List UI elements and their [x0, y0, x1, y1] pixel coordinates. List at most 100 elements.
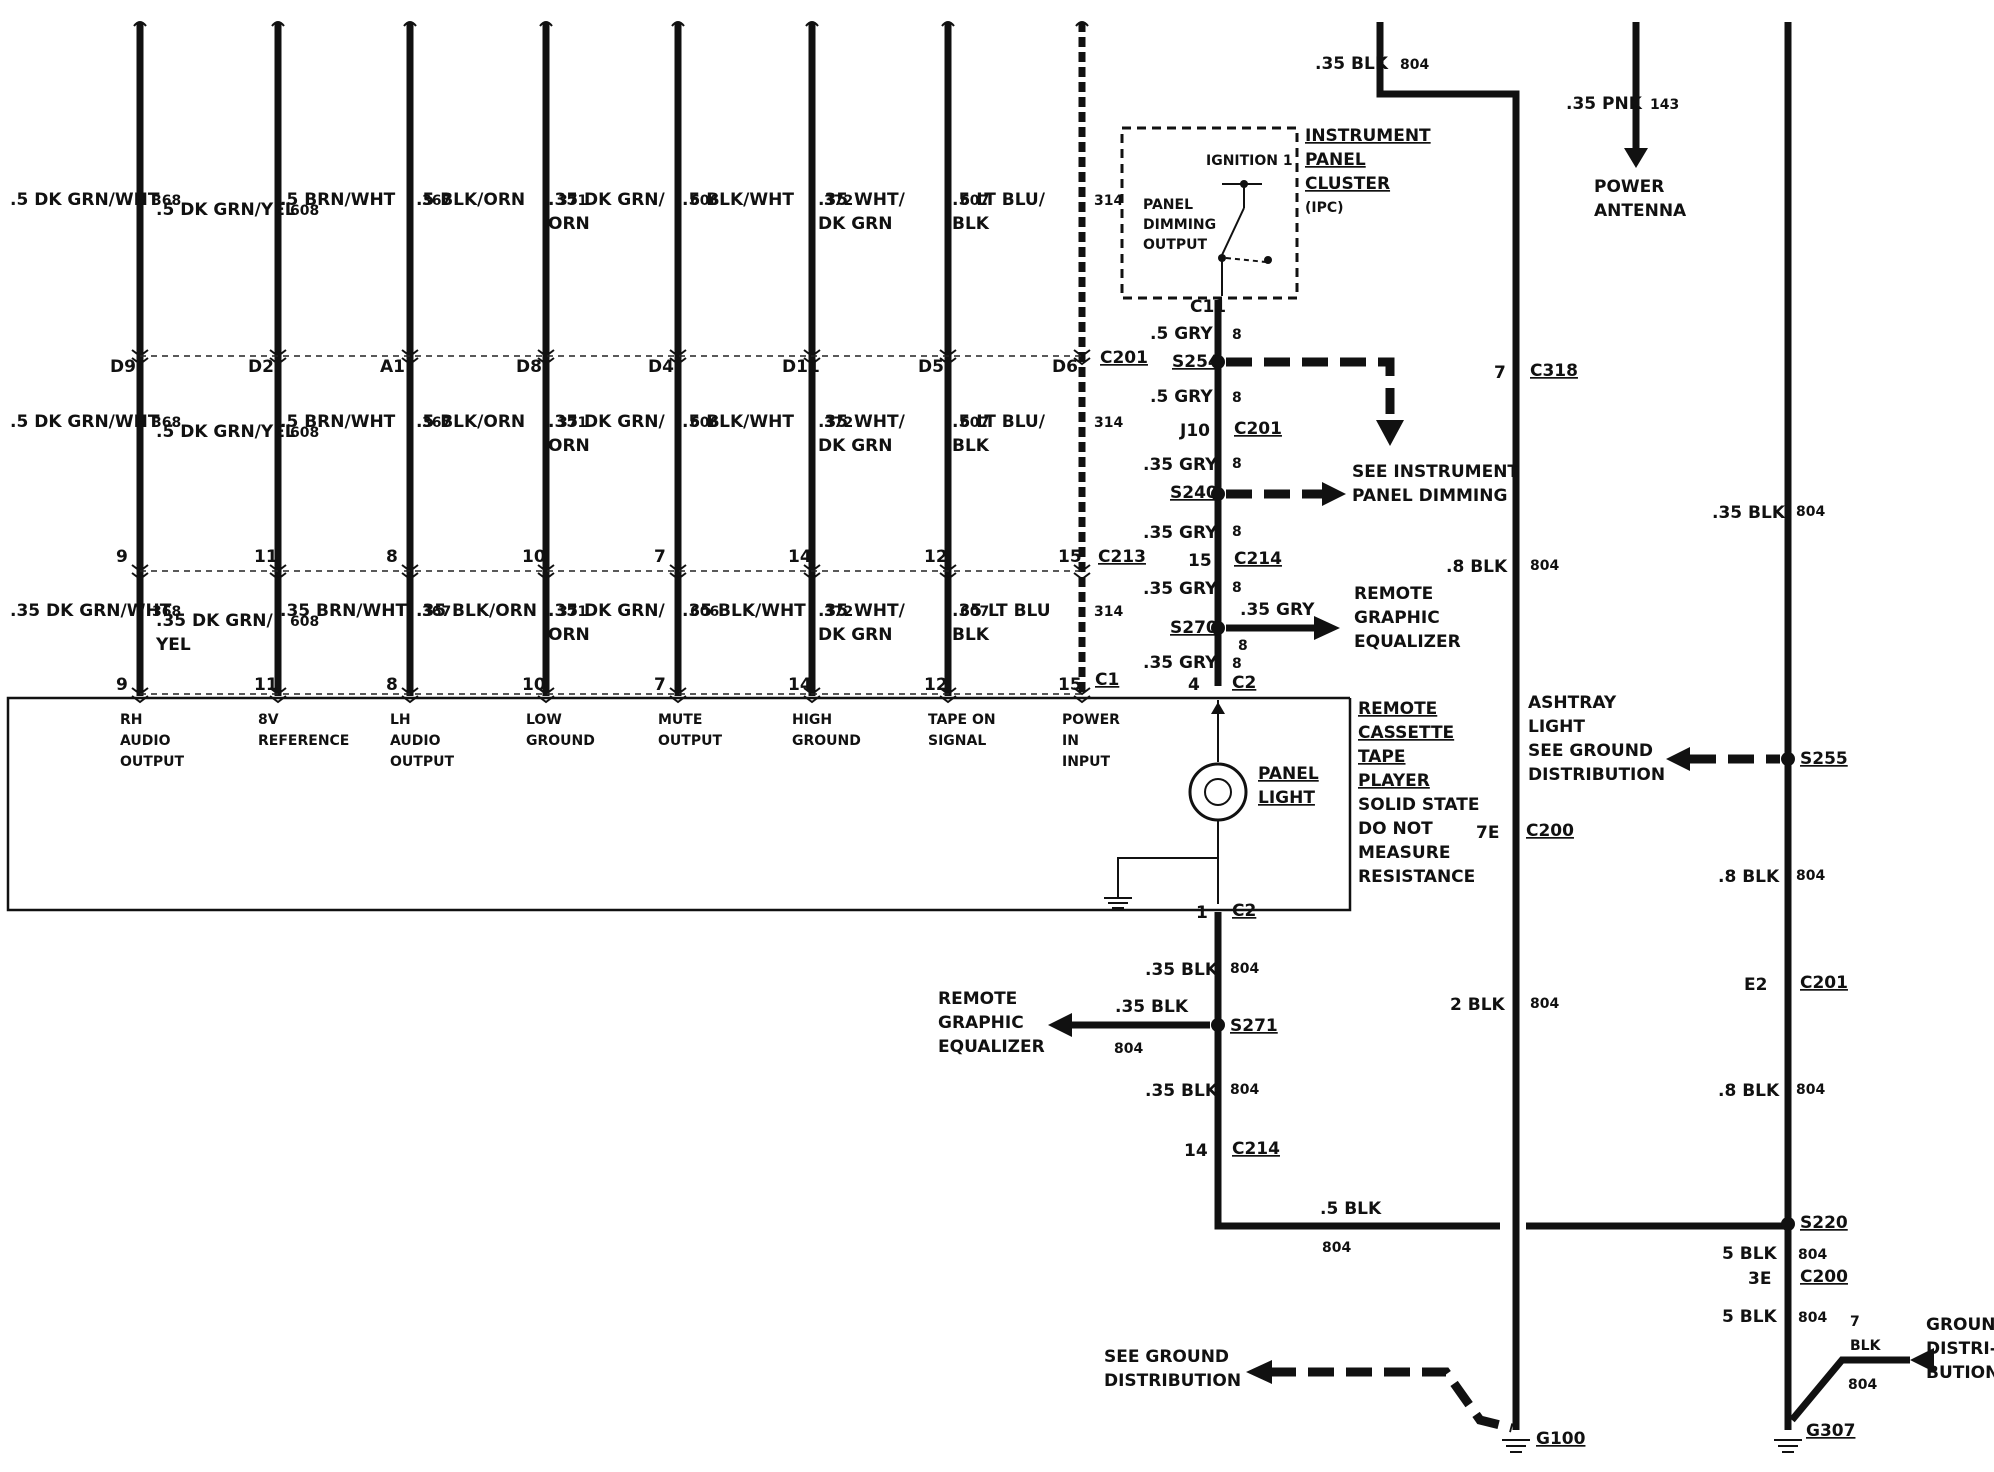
s220-dot: [1781, 1217, 1795, 1231]
mid-wire-circuit: 314: [1094, 415, 1123, 431]
c214-pin-gnd: 14: [1184, 1141, 1208, 1161]
connector-chevron-icon: [1073, 349, 1091, 366]
c213-pin: 14: [788, 547, 812, 567]
low-wire-label: ORN: [548, 625, 590, 645]
low-wire-label: DK GRN: [818, 625, 892, 645]
ground-g307: G307: [1806, 1421, 1855, 1441]
arrow-left-icon: [1048, 1013, 1072, 1037]
see-instrument-1: SEE INSTRUMENT: [1352, 462, 1519, 482]
c1-pin: 11: [254, 675, 278, 695]
c1-pin: 12: [924, 675, 948, 695]
player-title-4: PLAYER: [1358, 771, 1430, 791]
low-wire-label: .35 LT BLU: [952, 601, 1051, 621]
c1-pin: 15: [1058, 675, 1082, 695]
c201-pin: D2: [248, 357, 274, 377]
splice-s240: S240: [1170, 483, 1218, 503]
arrow-down-icon: [1624, 148, 1648, 168]
mid-wire-circuit: 607: [960, 415, 989, 431]
tape-player-box: [6, 696, 1352, 912]
connector-chevron-icon: [1073, 564, 1091, 581]
ipc-title-3: CLUSTER: [1305, 174, 1390, 194]
s254-dot: [1211, 355, 1225, 369]
terminal-label: LOW: [526, 712, 562, 728]
mid-wire-label: ORN: [548, 436, 590, 456]
mid-wire-label: .5 BLK/WHT: [682, 412, 794, 432]
g307-branch-wire: 7: [1850, 1314, 1860, 1330]
c201-pin: D6: [1052, 357, 1078, 377]
mid-wire-label: DK GRN: [818, 436, 892, 456]
low-wire-label: .35 BLK/ORN: [416, 601, 537, 621]
antenna-wire-label: .35 PNK: [1566, 94, 1643, 114]
c1-pin: 14: [788, 675, 812, 695]
ground-dist-right-1: GROUND: [1926, 1315, 1994, 1335]
terminal-label: HIGH: [792, 712, 832, 728]
join-wire-circuit: 804: [1322, 1240, 1351, 1256]
low-wire-label: .35 DK GRN/: [548, 601, 666, 621]
g307-branch: [1789, 1356, 1910, 1423]
g307-branch-circuit: 804: [1848, 1377, 1877, 1393]
c213-pin: 15: [1058, 547, 1082, 567]
dim-circuit-d: 8: [1232, 524, 1242, 540]
ground-icon-g100: [1502, 1439, 1530, 1453]
c214-gnd-label: C214: [1232, 1139, 1280, 1159]
arrow-down-icon: [1376, 420, 1404, 446]
header-wire-circuit: 804: [1400, 57, 1429, 73]
c201-pin: D8: [516, 357, 542, 377]
low-wire-label: .35 DK GRN/WHT: [10, 601, 172, 621]
c1-pin: 8: [386, 675, 398, 695]
s271-dot: [1211, 1018, 1225, 1032]
ipc-ignition: IGNITION 1: [1206, 153, 1293, 169]
connector-chevron-icon: [537, 349, 555, 366]
c2-pin-dim: 4: [1188, 675, 1200, 695]
connector-c213: C213: [1098, 547, 1146, 567]
join-wire-label: .5 BLK: [1320, 1199, 1382, 1219]
low-wire-label: YEL: [155, 635, 191, 655]
c201-pin: A1: [380, 357, 405, 377]
remote-eq-left-2: GRAPHIC: [938, 1013, 1024, 1033]
arrow-up-icon: [1211, 702, 1225, 714]
c1-pin: 7: [654, 675, 666, 695]
wire-break-icon: [539, 21, 553, 27]
ashtray-1: ASHTRAY: [1528, 693, 1617, 713]
dim-wire-c: .35 GRY: [1143, 455, 1218, 475]
low-wire-circuit: 607: [960, 604, 989, 620]
terminal-label: IN: [1062, 733, 1079, 749]
dim-circuit-c: 8: [1232, 456, 1242, 472]
low-wire-label: .35 DK GRN/: [156, 611, 274, 631]
see-instrument-2: PANEL DIMMING: [1352, 486, 1507, 506]
terminal-label: AUDIO: [390, 733, 441, 749]
connector-chevron-icon: [537, 564, 555, 581]
gnd-wire-a: .35 BLK: [1145, 960, 1219, 980]
see-ground-bottom-2: DISTRIBUTION: [1104, 1371, 1241, 1391]
ground-icon-g307: [1774, 1439, 1802, 1453]
c1-pin: 9: [116, 675, 128, 695]
right-c201-pin: E2: [1744, 975, 1767, 995]
main-wire-a: .8 BLK: [1446, 557, 1508, 577]
player-note-2: DO NOT: [1358, 819, 1433, 839]
wire-break-icon: [133, 21, 147, 27]
ground-dist-right-2: DISTRI-: [1926, 1339, 1994, 1359]
connector-chevron-icon: [669, 349, 687, 366]
ashtray-2: LIGHT: [1528, 717, 1585, 737]
panel-light-label-2: LIGHT: [1258, 788, 1315, 808]
low-wire-circuit: 368: [152, 604, 181, 620]
top-wire-label: ORN: [548, 214, 590, 234]
terminal-label: 8V: [258, 712, 279, 728]
wire-break-icon: [271, 21, 285, 27]
low-wire-circuit: 314: [1094, 604, 1123, 620]
terminal-label: OUTPUT: [390, 754, 454, 770]
remote-eq-left-1: REMOTE: [938, 989, 1017, 1009]
ipc-dimming-2: DIMMING: [1143, 217, 1216, 233]
low-wire-label: .35 WHT/: [818, 601, 906, 621]
top-wire-circuit: 367: [422, 193, 451, 209]
terminal-label: LH: [390, 712, 411, 728]
arrow-left-icon: [1666, 747, 1690, 771]
ipc-dimming-1: PANEL: [1143, 197, 1193, 213]
dim-wire-e: .35 GRY: [1143, 579, 1218, 599]
bulb-icon: [1188, 762, 1248, 822]
arrow-left-icon: [1246, 1360, 1272, 1384]
low-wire-circuit: 371: [558, 604, 587, 620]
wire-break-icon: [1075, 21, 1089, 27]
mid-wire-circuit: 371: [558, 415, 587, 431]
